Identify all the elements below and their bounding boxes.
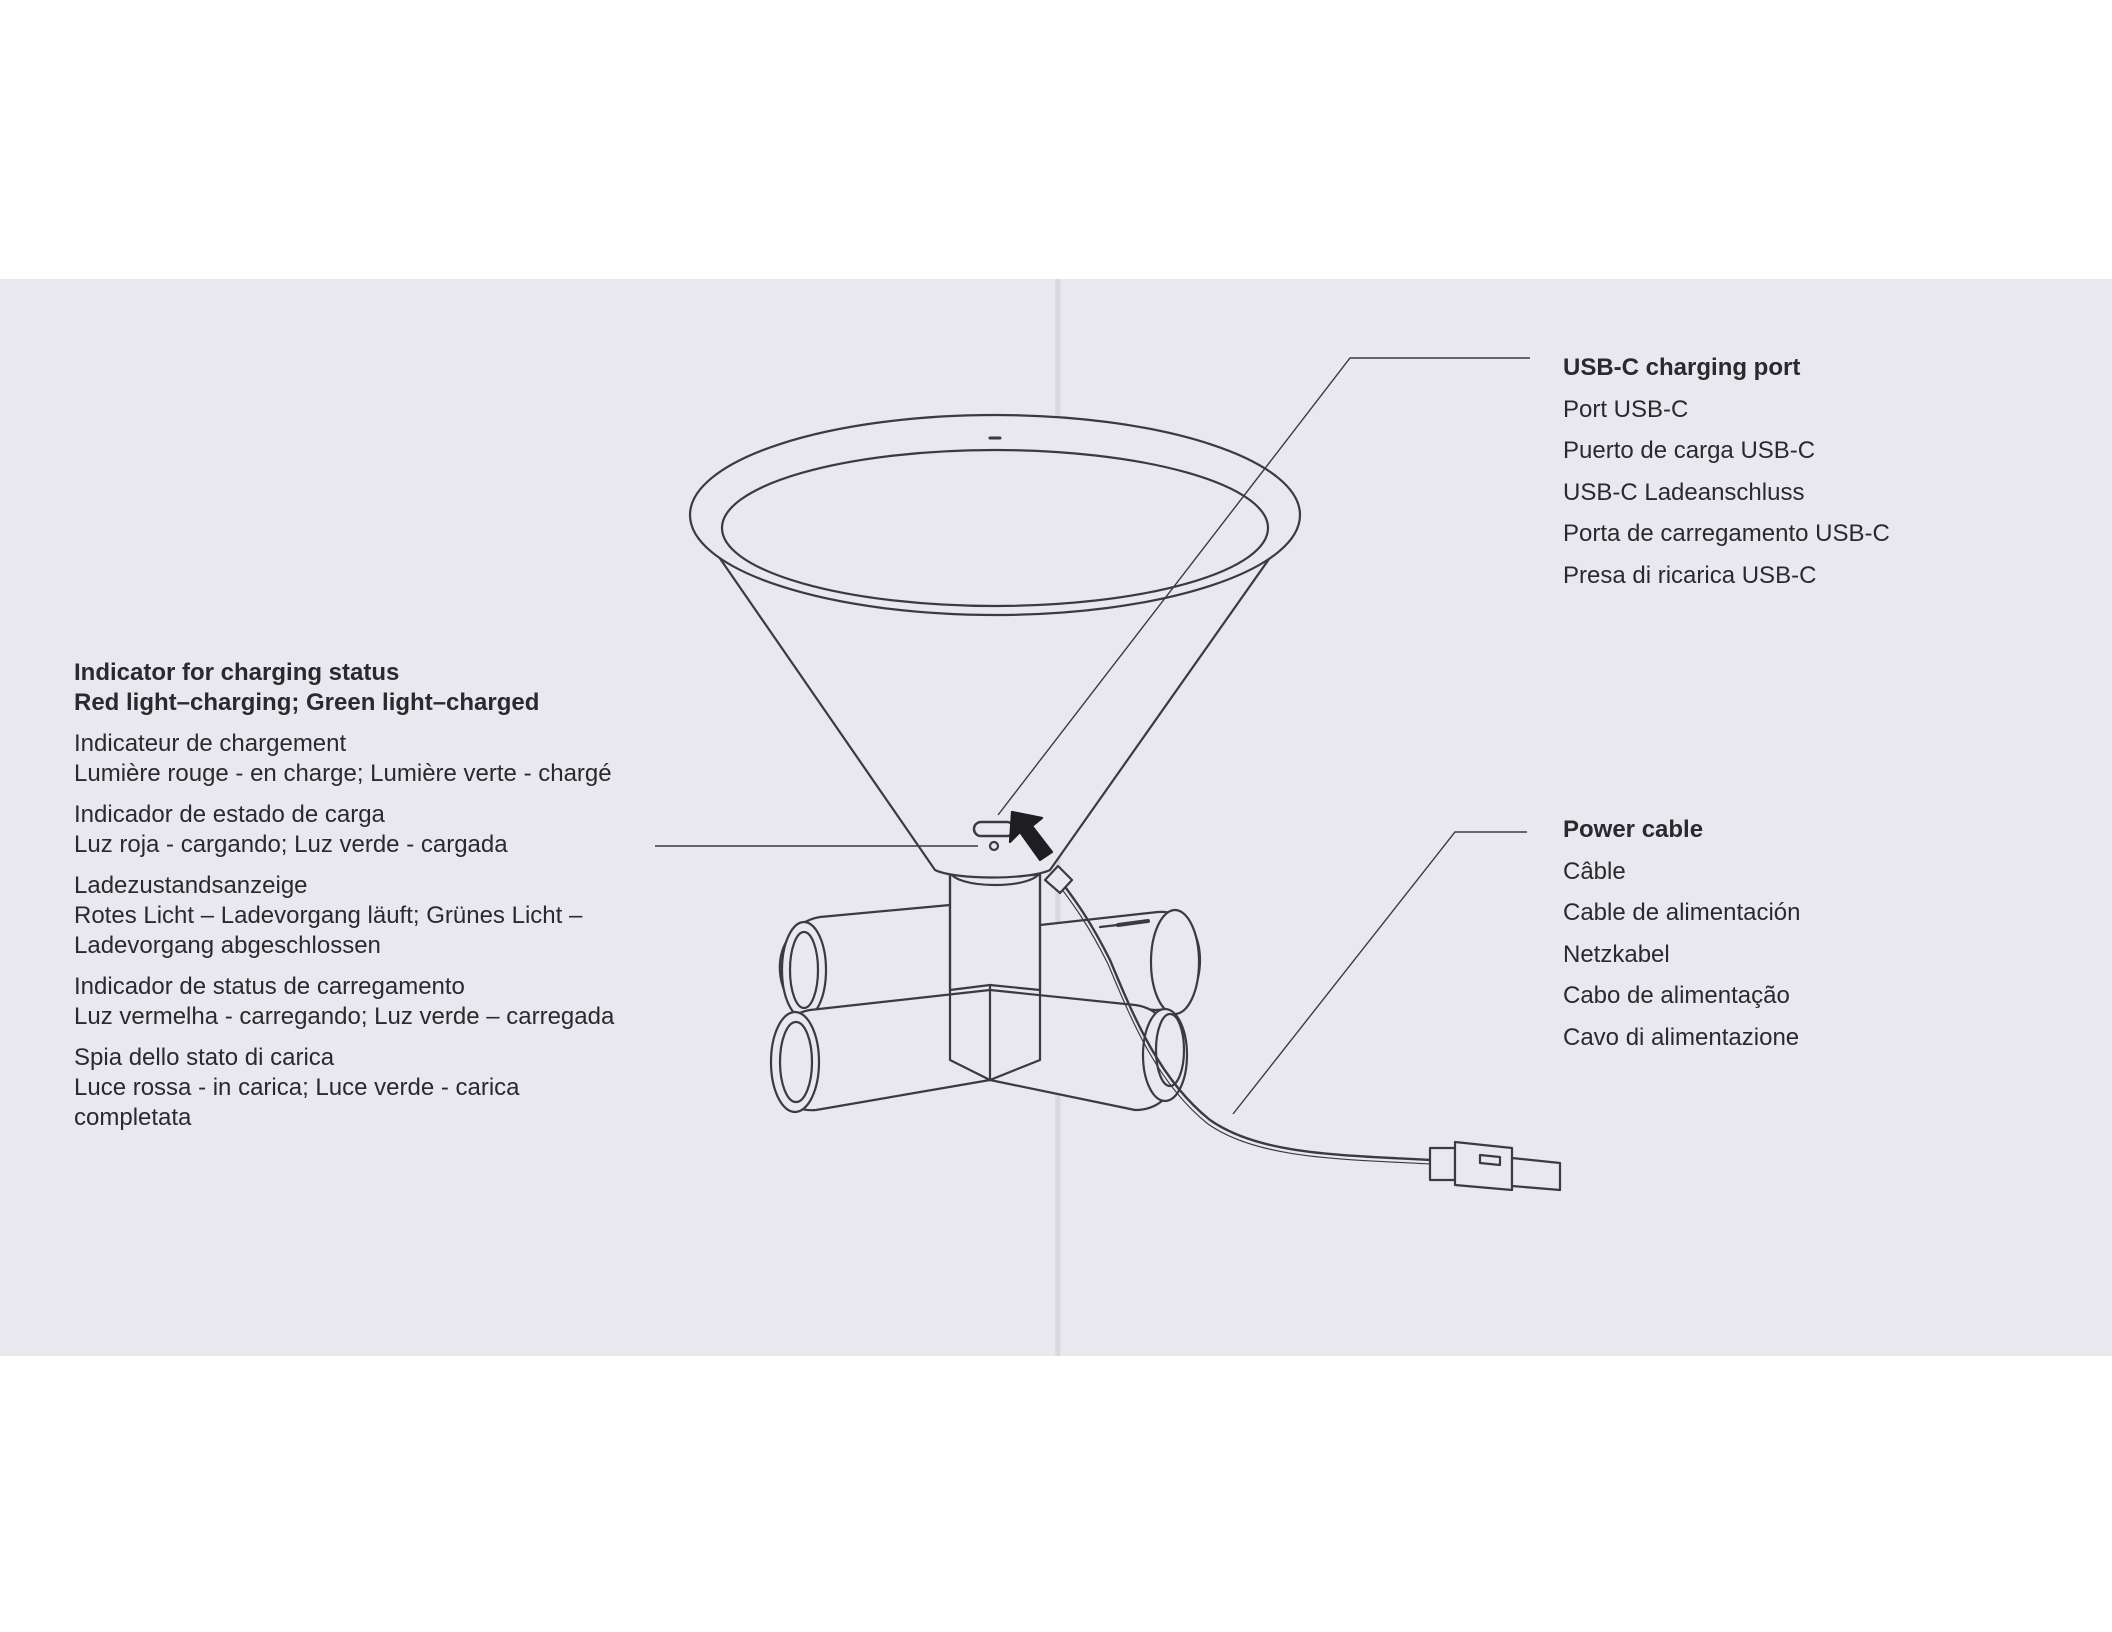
power-cable-title: Power cable bbox=[1563, 816, 1704, 843]
indicator-fr-line1: Indicateur de chargement bbox=[74, 730, 347, 757]
charging-indicator-callout: Indicator for charging status Red light–… bbox=[74, 658, 694, 1144]
indicator-de-line1: Ladezustandsanzeige bbox=[74, 872, 308, 899]
indicator-es-line1: Indicador de estado de carga bbox=[74, 801, 385, 828]
power-cable-pt: Cabo de alimentação bbox=[1563, 982, 1790, 1009]
indicator-title: Indicator for charging status bbox=[74, 659, 400, 686]
power-cable-es: Cable de alimentación bbox=[1563, 899, 1801, 926]
cable-leader-line bbox=[1232, 831, 1527, 1115]
usb-leader-line bbox=[997, 357, 1530, 816]
usb-port-fr: Port USB-C bbox=[1563, 395, 1689, 423]
base-legs bbox=[769, 873, 1202, 1114]
indicator-pt-line1: Indicador de status de carregamento bbox=[74, 973, 465, 1000]
usb-port-es: Puerto de carga USB-C bbox=[1563, 437, 1816, 464]
indicator-de-line2: Rotes Licht – Ladevorgang läuft; Grünes … bbox=[74, 902, 583, 929]
usb-port-title: USB-C charging port bbox=[1563, 354, 1801, 381]
indicator-it-line1: Spia dello stato di carica bbox=[74, 1044, 335, 1071]
indicator-de-line3: Ladevorgang abgeschlossen bbox=[74, 932, 381, 959]
usb-port-de: USB-C Ladeanschluss bbox=[1563, 478, 1805, 506]
indicator-pt-line2: Luz vermelha - carregando; Luz verde – c… bbox=[74, 1003, 615, 1030]
usb-port-pt: Porta de carregamento USB-C bbox=[1563, 520, 1890, 547]
usb-port-it: Presa di ricarica USB-C bbox=[1563, 561, 1817, 589]
indicator-subtitle: Red light–charging; Green light–charged bbox=[74, 689, 540, 716]
indicator-it-line2: Luce rossa - in carica; Luce verde - car… bbox=[74, 1074, 520, 1101]
power-cable-de: Netzkabel bbox=[1563, 940, 1670, 968]
usb-port-callout: USB-C charging port Port USB-C Puerto de… bbox=[1563, 347, 2023, 596]
power-cable-fr: Câble bbox=[1563, 857, 1626, 885]
indicator-it-line3: completata bbox=[74, 1104, 192, 1131]
indicator-es-line2: Luz roja - cargando; Luz verde - cargada bbox=[74, 831, 508, 858]
power-cable-callout: Power cable Câble Cable de alimentación … bbox=[1563, 809, 2023, 1058]
indicator-fr-line2: Lumière rouge - en charge; Lumière verte… bbox=[74, 760, 612, 787]
power-cable-it: Cavo di alimentazione bbox=[1563, 1023, 1800, 1051]
